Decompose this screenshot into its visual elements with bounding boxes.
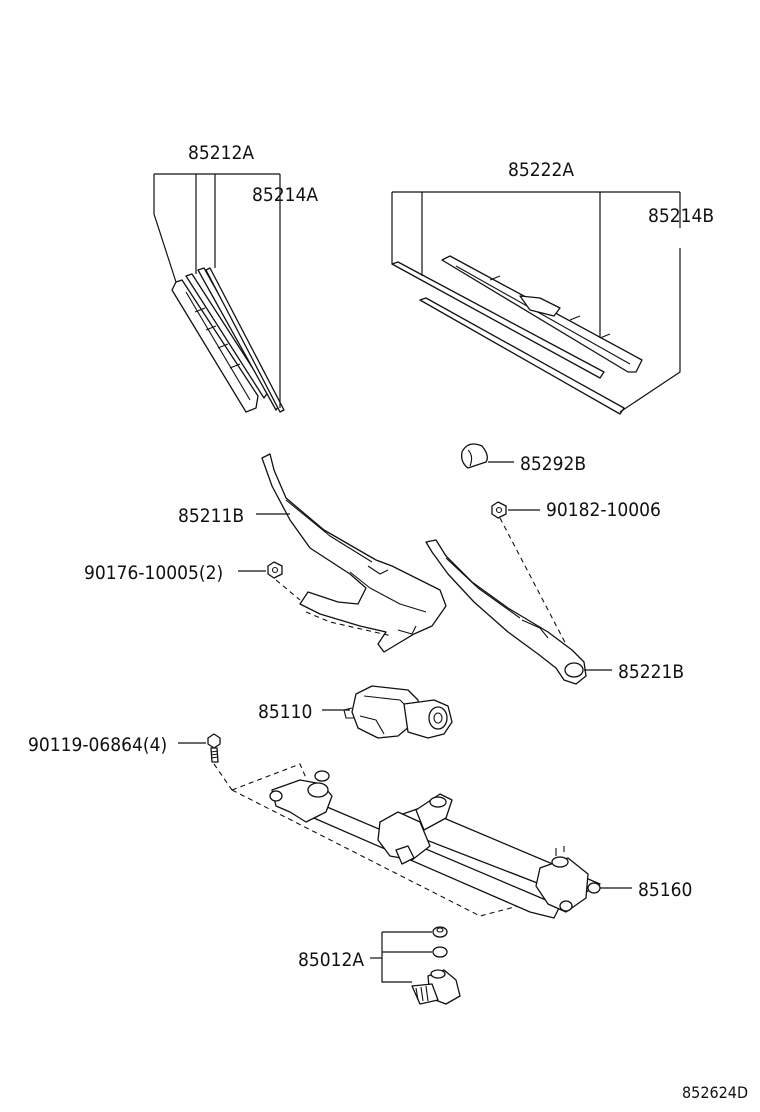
label-85221B: 85221B	[618, 661, 684, 683]
nut-right-dashed-guide	[499, 517, 571, 653]
wiper-link-assembly[interactable]	[231, 763, 601, 919]
blade-refill-left[interactable]	[205, 267, 285, 413]
pivot-kit[interactable]	[411, 926, 461, 1005]
wiper-motor[interactable]	[343, 685, 453, 739]
leader-lines-right-blade	[391, 191, 681, 413]
bolt-dashed-guide	[213, 763, 233, 791]
wiper-blade-left[interactable]	[171, 267, 281, 413]
label-85211B: 85211B	[178, 505, 244, 527]
label-85222A: 85222A	[508, 159, 574, 181]
diagram-code: 852624D	[682, 1083, 748, 1102]
label-90182-10006: 90182-10006	[546, 499, 661, 521]
blade-refill-right[interactable]	[419, 297, 625, 415]
wiper-blade-right[interactable]	[391, 255, 643, 379]
bolt[interactable]	[207, 733, 221, 763]
leader-lines-left-blade	[153, 173, 281, 408]
nut-right[interactable]	[491, 501, 507, 519]
label-85214A: 85214A	[252, 184, 318, 206]
leader-lines-pivot-kit	[370, 931, 432, 983]
wiper-arm-right[interactable]	[425, 539, 587, 685]
label-90176-10005: 90176-10005(2)	[84, 562, 223, 584]
label-85214B: 85214B	[648, 205, 714, 227]
arm-cap[interactable]	[460, 443, 488, 469]
label-85292B: 85292B	[520, 453, 586, 475]
label-85160: 85160	[638, 879, 692, 901]
wiper-arm-left[interactable]	[261, 453, 447, 653]
label-85212A: 85212A	[188, 142, 254, 164]
nut-left[interactable]	[267, 561, 283, 579]
label-90119-06864: 90119-06864(4)	[28, 734, 167, 756]
label-85110: 85110	[258, 701, 312, 723]
label-85012A: 85012A	[298, 949, 364, 971]
